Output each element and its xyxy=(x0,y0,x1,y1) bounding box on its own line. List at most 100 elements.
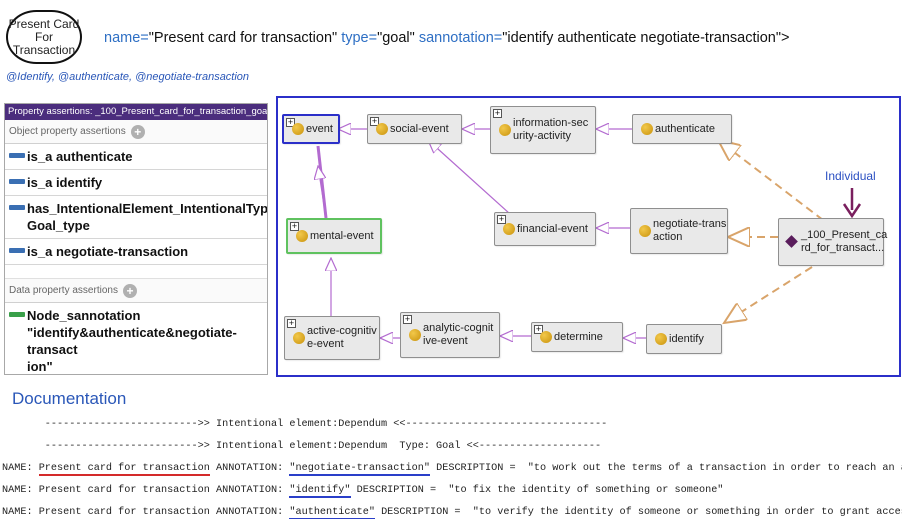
doc-name: Present card for transaction xyxy=(38,507,210,518)
individual-callout-label: Individual xyxy=(825,169,876,183)
assertion-property: is_a xyxy=(27,149,53,164)
node-authenticate[interactable]: authenticate xyxy=(632,114,732,144)
edge-individual-to-authenticate xyxy=(718,140,824,221)
ontology-graph: + event + social-event + information-sec… xyxy=(276,96,901,377)
object-property-section: Object property assertions + xyxy=(5,120,267,144)
expand-toggle[interactable]: + xyxy=(493,108,502,118)
expand-toggle[interactable]: + xyxy=(370,116,379,126)
doc-entry: NAME: Present card for transaction ANNOT… xyxy=(2,483,902,505)
class-icon xyxy=(503,223,515,235)
individual-icon xyxy=(785,235,798,248)
class-icon xyxy=(293,332,305,344)
doc-dependum-line: ------------------------->> Intentional … xyxy=(2,419,608,430)
node-financial-event[interactable]: + financial-event xyxy=(494,212,596,246)
add-data-property-icon[interactable]: + xyxy=(122,283,137,298)
node-label-line-1: _100_Present_ca xyxy=(801,229,888,241)
node-identify[interactable]: identify xyxy=(646,324,722,354)
name-attr-key: name= xyxy=(104,30,149,46)
node-label-line-1: negotiate-trans xyxy=(653,218,727,230)
node-active-cognitive-event[interactable]: + active-cognitiv e-event xyxy=(284,316,380,360)
doc-description: DESCRIPTION = "to verify the identity of… xyxy=(381,507,902,518)
doc-description: DESCRIPTION = "to fix the identity of so… xyxy=(350,485,724,496)
node-label: social-event xyxy=(390,122,449,135)
node-label-wrap: information-sec urity-activity xyxy=(513,117,588,143)
node-label-line-2: action xyxy=(653,231,683,243)
assertion-property: Node_sannotation xyxy=(27,308,141,323)
node-label-line-1: information-sec xyxy=(513,117,589,129)
node-mental-event[interactable]: + mental-event xyxy=(286,218,382,254)
object-property-icon xyxy=(9,153,25,158)
class-icon xyxy=(292,123,304,135)
assertion-value-line-1: "identify&authenticate&negotiate-transac… xyxy=(27,325,237,357)
doc-dependum-type-line: ------------------------->> Intentional … xyxy=(2,441,602,452)
object-assertion-row[interactable]: has_IntentionalElement_IntentionalType G… xyxy=(5,196,267,239)
assertion-property: is_a xyxy=(27,244,53,259)
class-icon xyxy=(376,123,388,135)
type-attr-key: type= xyxy=(341,30,378,46)
object-assertion-row[interactable]: is_a negotiate-transaction xyxy=(5,239,267,265)
goal-shape-line-2: For xyxy=(35,29,53,44)
assertion-value: negotiate-transaction xyxy=(55,244,189,259)
xml-declaration: name="Present card for transaction" type… xyxy=(104,30,789,46)
object-section-label: Object property assertions xyxy=(9,126,126,137)
doc-annotation: "negotiate-transaction" xyxy=(289,463,430,476)
documentation-title: Documentation xyxy=(12,389,127,408)
object-assertion-row[interactable]: is_a authenticate xyxy=(5,144,267,170)
expand-toggle[interactable]: + xyxy=(287,318,296,328)
doc-name: Present card for transaction xyxy=(38,463,210,476)
assertion-value: identify xyxy=(55,175,103,190)
doc-description: DESCRIPTION = "to work out the terms of … xyxy=(436,463,902,474)
class-icon xyxy=(540,331,552,343)
doc-annotation-prefix: ANNOTATION: xyxy=(209,485,290,496)
class-icon xyxy=(409,329,421,341)
annotation-decorators: @Identify, @authenticate, @negotiate-tra… xyxy=(6,71,250,83)
node-information-security-activity[interactable]: + information-sec urity-activity xyxy=(490,106,596,154)
expand-toggle[interactable]: + xyxy=(497,214,506,224)
assertion-property: is_a xyxy=(27,175,53,190)
object-property-icon xyxy=(9,248,25,253)
class-icon xyxy=(499,124,511,136)
expand-toggle[interactable]: + xyxy=(290,221,299,231)
goal-shape-line-3: Transaction xyxy=(12,42,76,57)
class-icon xyxy=(639,225,651,237)
node-determine[interactable]: + determine xyxy=(531,322,623,352)
node-label-wrap: active-cognitiv e-event xyxy=(307,325,377,351)
node-label-wrap: _100_Present_ca rd_for_transact... xyxy=(801,229,887,255)
node-social-event[interactable]: + social-event xyxy=(367,114,462,144)
node-label-line-2: ive-event xyxy=(423,335,468,347)
node-label-line-1: analytic-cognit xyxy=(423,322,494,334)
data-assertion-row[interactable]: Node_sannotation "identify&authenticate&… xyxy=(5,303,267,374)
node-individual-present-card[interactable]: _100_Present_ca rd_for_transact... xyxy=(778,218,887,266)
class-icon xyxy=(641,123,653,135)
data-property-icon xyxy=(9,312,25,317)
add-object-property-icon[interactable]: + xyxy=(130,124,145,139)
documentation-body: ------------------------->> Intentional … xyxy=(2,417,902,519)
name-attr-value: "Present card for transaction" xyxy=(148,30,338,46)
doc-annotation-prefix: ANNOTATION: xyxy=(209,463,290,474)
node-label-line-2: rd_for_transact... xyxy=(801,242,885,254)
doc-annotation-prefix: ANNOTATION: xyxy=(209,507,290,518)
object-property-icon xyxy=(9,205,25,210)
data-property-section: Data property assertions + xyxy=(5,279,267,303)
type-attr-value: "goal" xyxy=(377,30,415,46)
node-label: authenticate xyxy=(655,122,715,135)
individual-pointer-head xyxy=(842,203,862,219)
doc-name-prefix: NAME: xyxy=(2,507,39,518)
expand-toggle[interactable]: + xyxy=(534,324,543,334)
node-event[interactable]: + event xyxy=(282,114,340,144)
edge-financial-to-social xyxy=(428,140,511,215)
node-label: financial-event xyxy=(517,222,588,235)
expand-toggle[interactable]: + xyxy=(286,117,295,127)
sannotation-attr-value: "identify authenticate negotiate-transac… xyxy=(502,30,790,46)
class-icon xyxy=(296,230,308,242)
node-analytic-cognitive-event[interactable]: + analytic-cognit ive-event xyxy=(400,312,500,358)
doc-annotation: "identify" xyxy=(289,485,351,498)
node-label-wrap: analytic-cognit ive-event xyxy=(423,322,493,348)
assertion-property: has_IntentionalElement_IntentionalType xyxy=(27,201,268,216)
node-negotiate-transaction[interactable]: negotiate-trans action xyxy=(630,208,728,254)
edge-mental-to-event xyxy=(318,166,327,219)
object-assertion-row[interactable]: is_a identify xyxy=(5,170,267,196)
node-label-line-1: active-cognitiv xyxy=(307,325,377,337)
expand-toggle[interactable]: + xyxy=(403,314,412,324)
goal-shape-line-1: Present Card xyxy=(8,16,80,31)
